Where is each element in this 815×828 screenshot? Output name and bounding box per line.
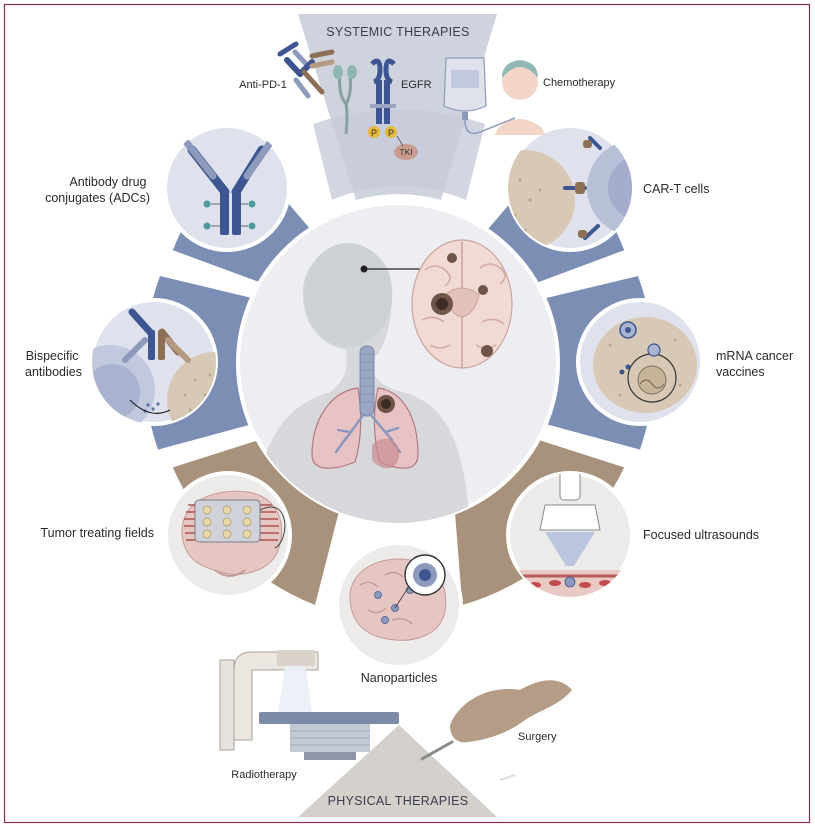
physical-therapies-header: PHYSICAL THERAPIES: [328, 794, 469, 808]
systemic-therapies-header: SYSTEMIC THERAPIES: [326, 25, 469, 39]
chemotherapy-iv-bag: [443, 57, 545, 135]
center-patient-illustration: [236, 201, 560, 525]
egfr-label: EGFR: [401, 79, 432, 91]
phospho-site-left: P: [371, 128, 377, 138]
ttf-label: Tumor treating fields: [41, 526, 154, 540]
ultrasound-label: Focused ultrasounds: [643, 528, 759, 542]
figure-frame: [3, 3, 811, 824]
adc-label: Antibody drug conjugates (ADCs): [45, 175, 150, 205]
anti-pd1-label: Anti-PD-1: [239, 79, 287, 91]
nanoparticles-label: Nanoparticles: [361, 671, 437, 685]
phospho-site-right: P: [388, 128, 394, 138]
tumor-treating-fields-illustration: [164, 471, 292, 599]
adc-illustration: [163, 124, 291, 252]
car-t-label: CAR-T cells: [643, 182, 709, 196]
egfr-receptor: P P TKI: [368, 58, 418, 160]
mrna-label: mRNA cancer vaccines: [716, 349, 797, 379]
surgery-label: Surgery: [518, 731, 557, 743]
chemotherapy-label: Chemotherapy: [543, 77, 616, 89]
nanoparticles-illustration: [335, 541, 463, 669]
car-t-illustration: [506, 124, 634, 252]
bispecific-label: Bispecific antibodies: [25, 349, 82, 379]
surgery-hand-scalpel: [408, 680, 572, 781]
tki-label: TKI: [399, 147, 412, 157]
focused-ultrasound-illustration: [506, 471, 634, 599]
physical-triangle: [298, 725, 497, 817]
radiotherapy-machine: [219, 650, 399, 760]
radiotherapy-label: Radiotherapy: [231, 769, 297, 781]
brain-section: [411, 239, 513, 369]
anti-pd1-antibodies: [277, 41, 357, 135]
mrna-vaccine-illustration: [576, 298, 704, 426]
